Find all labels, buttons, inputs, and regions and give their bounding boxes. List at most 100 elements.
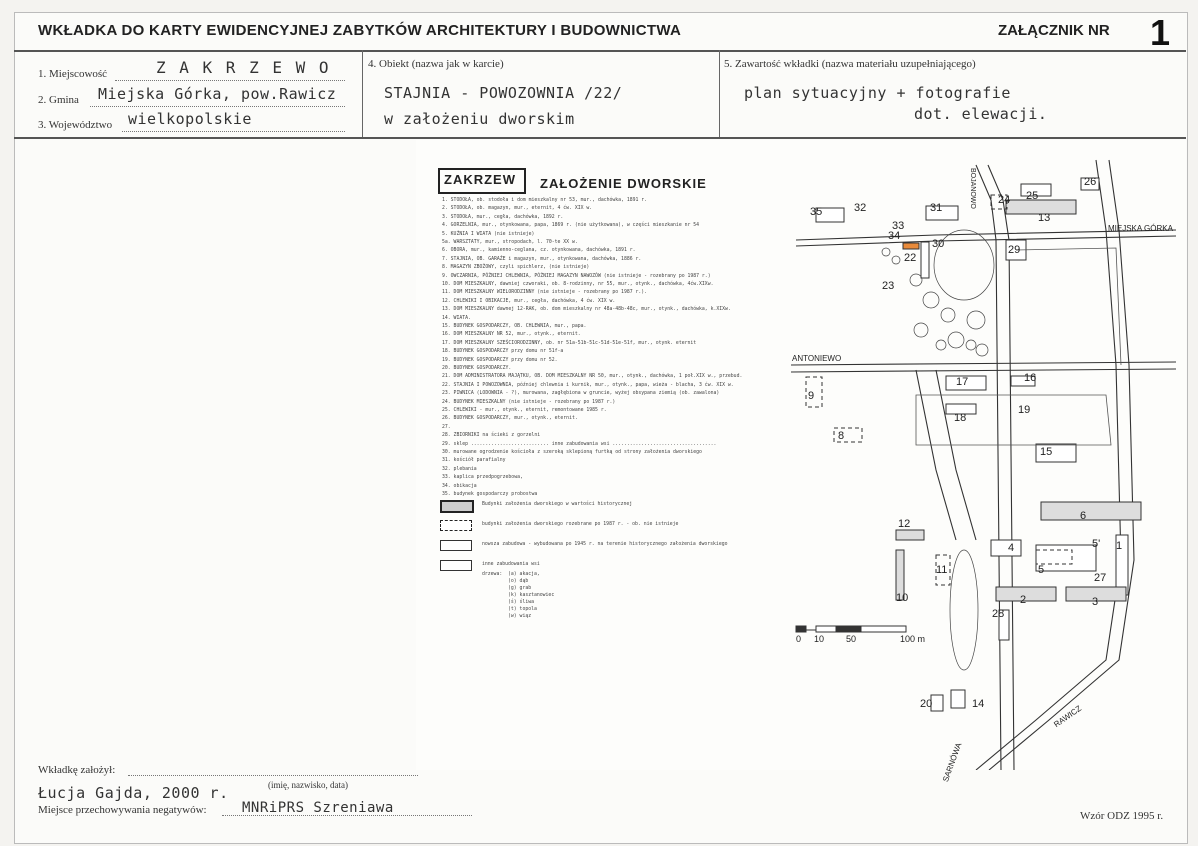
legend-line: 14. WIATA.	[442, 315, 471, 321]
legend-line: 23. PIWNICA (LODOWNIA - ?), murowana, za…	[442, 391, 720, 397]
legend-line: 3. STODOŁA, mur., cegła, dachówka, 1892 …	[442, 214, 564, 220]
legend-line: 24. BUDYNEK MIESZKALNY (nie istnieje - r…	[442, 399, 616, 405]
legend-line: 6. OBORA, mur., kamienno-ceglana, cz. ot…	[442, 248, 636, 254]
wojewodztwo-value: wielkopolskie	[128, 110, 252, 128]
wojewodztwo-label: 3. Województwo	[38, 119, 113, 131]
road-east: MIEJSKA GÓRKA	[1108, 224, 1173, 233]
map-title: ZAŁOŻENIE DWORSKIE	[540, 176, 707, 191]
building-number-label: 35	[810, 206, 823, 218]
dots-3	[122, 131, 345, 132]
creator-label: Wkładkę założył:	[38, 764, 116, 776]
key-label: Budynki założenia dworskiego w wartości …	[482, 502, 633, 507]
trees-title: drzewa:	[482, 572, 503, 577]
tree-item: (ś) śliwa	[508, 600, 534, 605]
building-number-label: 13	[1038, 212, 1051, 224]
building-number-label: 5	[1038, 564, 1045, 576]
obiekt-line-2: w założeniu dworskim	[384, 110, 575, 128]
tree-item: (g) grab	[508, 586, 532, 591]
header-rule	[14, 50, 1186, 52]
obiekt-line-1: STAJNIA - POWOZOWNIA /22/	[384, 84, 623, 102]
legend-line: 18. BUDYNEK GOSPODARCZY przy domu nr 51f…	[442, 349, 564, 355]
legend-line: 17. DOM MIESZKALNY SZEŚCIORODZINNY, ob. …	[442, 340, 697, 346]
tree-item: (o) dąb	[508, 579, 529, 584]
legend-line: 28. ZBIORNIKI na ścieki z gorzelni	[442, 433, 541, 439]
key-swatch	[440, 520, 472, 531]
dots-2	[90, 106, 345, 107]
road-north: BOJANOWO	[969, 168, 976, 209]
col-divider-2	[719, 50, 720, 137]
dots-1	[115, 80, 345, 81]
dots-5	[222, 815, 472, 816]
legend-line: 8. MAGAZYN ZBOŻOWY, czyli spichlerz, (ni…	[442, 265, 590, 271]
road-west: ANTONIEWO	[792, 354, 842, 363]
building-number-label: 25	[1026, 190, 1039, 202]
miejscowosc-value: Z A K R Z E W O	[156, 58, 331, 77]
annex-number: 1	[1150, 12, 1171, 53]
legend-line: 5. KUŹNIA I WIATA (nie istnieje)	[442, 231, 535, 237]
key-label: inne zabudowania wsi	[482, 562, 540, 567]
building-number-label: 18	[954, 412, 967, 424]
tree-item: (w) wiąz	[508, 614, 532, 619]
legend-line: 9. OWCZARNIA, PÓŹNIEJ CHLEWNIA, PÓŹNIEJ …	[442, 273, 711, 279]
dots-4	[128, 775, 418, 776]
key-label: budynki założenia dworskiego rozebrane p…	[482, 522, 679, 527]
tree-item: (k) kasztanowiec	[508, 593, 555, 598]
legend-line: 11. DOM MIESZKALNY WIELORODZINNY (nie is…	[442, 290, 648, 296]
legend-line: 31. kościół parafialny	[442, 458, 506, 464]
legend-line: 10. DOM MIESZKALNY, dawniej czworaki, ob…	[442, 282, 714, 287]
creator-hint: (imię, nazwisko, data)	[268, 780, 348, 790]
legend-line: 19. BUDYNEK GOSPODARCZY przy domu nr 52.	[442, 357, 558, 363]
key-label: nowsza zabudowa - wybudowana po 1945 r. …	[482, 542, 728, 547]
building-number-label: 30	[932, 238, 945, 250]
building-number-label: 29	[1008, 244, 1021, 256]
building-number-label: 16	[1024, 372, 1037, 384]
legend-line: 4. GORZELNIA, mur., otynkowana, papa, 18…	[442, 223, 700, 229]
col-divider-1	[362, 50, 363, 137]
map-badge: ZAKRZEW	[444, 172, 516, 187]
legend-line: 32. plebania	[442, 466, 477, 472]
key-swatch	[440, 500, 474, 513]
obiekt-label: 4. Obiekt (nazwa jak w karcie)	[368, 58, 504, 70]
building-number-label: 32	[854, 202, 867, 214]
building-number-label: 2	[1020, 594, 1027, 606]
building-number-label: 31	[930, 202, 943, 214]
key-swatch	[440, 540, 472, 551]
legend-line: 27.	[442, 424, 451, 430]
building-number-label: 8	[838, 430, 845, 442]
legend-line: 34. obikacja	[442, 483, 477, 489]
building-number-label: 5'	[1092, 538, 1101, 550]
building-number-label: 4	[1008, 542, 1015, 554]
legend-line: 35. budynek gospodarczy probostwa	[442, 492, 538, 497]
legend-line: 21. DOM ADMINISTRATORA MAJĄTKU, OB. DOM …	[442, 374, 743, 380]
building-number-label: 33	[892, 220, 905, 232]
form-title: WKŁADKA DO KARTY EWIDENCYJNEJ ZABYTKÓW A…	[38, 22, 682, 39]
building-number-label: 10	[896, 592, 909, 604]
gmina-label: 2. Gmina	[38, 94, 79, 106]
legend-line: 7. STAJNIA, OB. GARAŻE i magazyn, mur., …	[442, 256, 642, 262]
legend-line: 20. BUDYNEK GOSPODARCZY.	[442, 366, 512, 371]
map-badge-box	[438, 168, 526, 194]
building-number-label: 17	[956, 376, 969, 388]
fields-rule	[14, 137, 1186, 139]
legend-line: 5a. WARSZTATY, mur., stropodach, l. 70-t…	[442, 240, 578, 245]
scale-10: 10	[814, 634, 825, 644]
legend-line: 25. CHLEWIKI - mur., otynk., eternit, re…	[442, 408, 607, 413]
zawartosc-line-2: dot. elewacji.	[914, 105, 1048, 123]
zawartosc-label: 5. Zawartość wkładki (nazwa materiału uz…	[724, 58, 976, 70]
building-number-label: 27	[1094, 572, 1107, 584]
legend-line: 2. STODOŁA, ob. magazyn, mur., eternit, …	[442, 206, 593, 212]
scale-50: 50	[846, 634, 857, 644]
creator-value: Łucja Gajda, 2000 r.	[38, 784, 229, 802]
building-number-label: 34	[888, 230, 901, 242]
negatives-value: MNRiPRS Szreniawa	[242, 800, 394, 816]
annex-label: ZAŁĄCZNIK NR	[998, 22, 1110, 39]
building-number-label: 3	[1092, 596, 1099, 608]
building-number-label: 26	[1084, 176, 1097, 188]
building-number-label: 12	[898, 518, 911, 530]
zawartosc-line-1: plan sytuacyjny + fotografie	[744, 84, 1011, 102]
miejscowosc-label: 1. Miejscowość	[38, 68, 108, 80]
legend-line: 26. BUDYNEK GOSPODARCZY, mur., otynk., e…	[442, 416, 578, 422]
building-number-label: 24	[998, 194, 1011, 206]
legend-line: 33. kaplica przedpogrzebowa,	[442, 475, 523, 481]
tree-item: (a) akacja,	[508, 572, 540, 577]
